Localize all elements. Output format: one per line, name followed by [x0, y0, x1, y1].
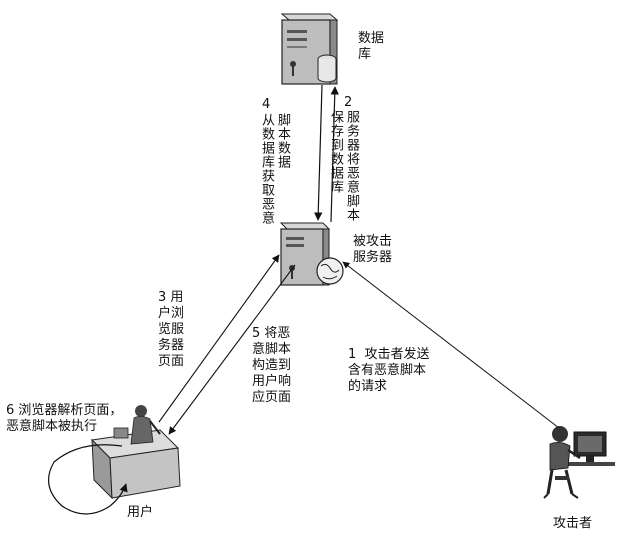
step-2-number: 2: [344, 95, 353, 110]
attacker-label: 攻击者: [553, 516, 593, 531]
database-server-icon: [280, 13, 339, 85]
step-6-label: 6 浏览器解析页面， 恶意脚本被执行: [6, 403, 123, 434]
user-at-desk-icon: [47, 405, 181, 515]
step-4-label-col2: 从数据库获取恶意: [259, 113, 274, 225]
attacker-icon: [543, 426, 615, 499]
attacked-server-icon: [279, 222, 344, 286]
database-label: 数据 库: [358, 31, 385, 62]
arrow-step-1: [342, 261, 560, 429]
arrow-step-5: [168, 264, 296, 435]
step-3-label: 3 用 户浏 览服 务器 页面: [158, 290, 185, 369]
arrow-step-3: [158, 254, 280, 423]
step-5-label: 5 将恶 意脚本 构造到 用户响 应页面: [252, 326, 292, 405]
step-4-label: 脚本数据从数据库获取恶意: [258, 113, 290, 233]
step-1-label: 1 攻击者发送 含有恶意脚本 的请求: [348, 347, 430, 394]
step-2-label-col1: 服务器将恶意脚本: [344, 110, 359, 222]
step-2-label-col2: 保存到数据库: [328, 110, 343, 194]
user-label: 用户: [127, 505, 154, 520]
step-2-label: 服务器将恶意脚本保存到数据库: [327, 110, 359, 230]
step-4-label-col1: 脚本数据: [275, 113, 290, 169]
arrow-step-2: [314, 84, 323, 221]
arrow-step-4: [330, 86, 339, 223]
attacked-server-label: 被攻击 服务器: [353, 234, 393, 265]
step-4-number: 4: [262, 97, 271, 112]
